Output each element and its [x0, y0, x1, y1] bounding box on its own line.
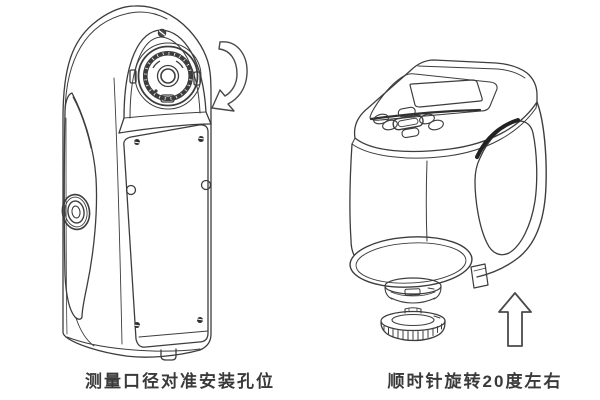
device-body — [349, 101, 547, 288]
measuring-aperture — [129, 42, 202, 110]
display-screen — [409, 79, 483, 108]
back-panel — [123, 124, 212, 348]
panel-screws — [134, 136, 204, 328]
bottom-foot — [160, 348, 177, 361]
right-clip — [193, 71, 201, 86]
locking-ring — [380, 307, 446, 342]
up-arrow-icon — [498, 292, 532, 347]
mounting-hole-right — [200, 179, 212, 191]
rotation-arrow-icon — [211, 41, 248, 112]
control-buttons — [373, 106, 444, 139]
mounting-hole-left — [125, 184, 137, 196]
top-screw — [157, 28, 167, 38]
device-body-outline — [62, 5, 212, 358]
measuring-face — [349, 236, 473, 288]
aperture-mount — [384, 277, 442, 304]
side-panel — [63, 92, 98, 347]
left-clip — [129, 69, 137, 84]
bottom-bracket — [470, 263, 489, 289]
right-figure-caption: 顺时针旋转20度左右 — [387, 372, 563, 391]
display-head — [351, 59, 538, 159]
side-panel — [474, 118, 538, 256]
knurl-teeth — [383, 323, 442, 341]
side-button — [61, 193, 91, 231]
reclined-device-drawing — [349, 59, 547, 347]
upright-device-drawing — [61, 5, 248, 361]
dpad-buttons — [392, 106, 424, 139]
control-recess — [369, 73, 498, 121]
left-figure-caption: 测量口径对准安装孔位 — [85, 372, 275, 391]
aperture-notch — [160, 94, 175, 103]
